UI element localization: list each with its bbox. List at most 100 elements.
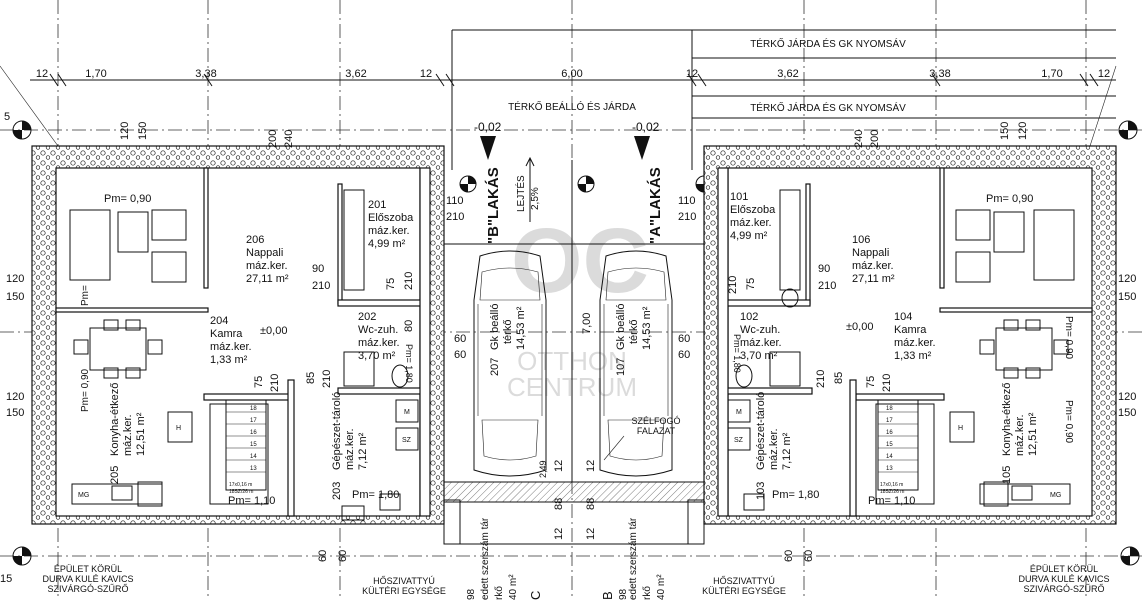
furniture-b [69, 189, 419, 521]
parapet-labels: Pm= 0,90 Pm= Pm= 0,90 Pm= 1,10 Pm= 1,80 … [80, 193, 1074, 507]
unit-labels: "B"LAKÁS "A"LAKÁS LEJTÉS 2,5% -0,02 -0,0… [260, 120, 873, 337]
room-label: 103 Gépészet-tároló máz.ker. 7,12 m² [755, 392, 793, 500]
room-floor: máz.ker. [852, 260, 894, 272]
paving: TÉRKŐ JÁRDA ÉS GK NYOMSÁV TÉRKŐ BEÁLLÓ É… [0, 29, 1117, 170]
opening-size: 210 [678, 211, 696, 223]
parapet-height: Pm= 0,90 [104, 193, 151, 205]
stair-step-number: 13 [250, 466, 257, 472]
opening-size: 60 [678, 349, 690, 361]
room-floor: máz.ker. [894, 337, 936, 349]
opening-size: 150 [1118, 291, 1136, 303]
room-number: 107 [615, 358, 627, 376]
exterior-notes: ÉPÜLET KÖRÜL DURVA KULÉ KAVICS SZIVÁRGÓ-… [42, 416, 1109, 600]
opening-size: 85 [305, 372, 317, 384]
fixture-label: SZ [402, 437, 412, 444]
note-text: DURVA KULÉ KAVICS [1018, 574, 1109, 584]
room-number: 202 [358, 311, 376, 323]
axis-bubble [12, 546, 32, 566]
note-text: edett szerszám tár [480, 517, 491, 600]
opening-size: 210 [818, 280, 836, 292]
dimension: 3,62 [777, 68, 798, 80]
room-number: 101 [730, 191, 748, 203]
stair-step-number: 14 [250, 454, 257, 460]
dimension: 12 [36, 68, 48, 80]
opening-size: 80 [403, 320, 415, 332]
opening-size: 120 [6, 391, 24, 403]
room-area: 27,11 m² [246, 273, 289, 285]
room-label: 207 Gk beálló térkő 14,53 m² [489, 304, 527, 376]
room-name: Konyha-étkező [1001, 383, 1013, 456]
note-text: HŐSZIVATTYÚ [713, 576, 775, 586]
note-text: SZÉLFOGÓ [631, 416, 680, 426]
room-area: 1,33 m² [210, 354, 248, 366]
room-name: Nappali [852, 247, 889, 259]
fixture-label: M [404, 409, 410, 416]
room-label: 201 Előszoba máz.ker. 4,99 m² [368, 199, 414, 250]
room-name: Gépészet-tároló [755, 392, 767, 470]
room-name: Kamra [210, 328, 243, 340]
opening-size: 88 [585, 498, 597, 510]
room-name: Gk beálló [615, 304, 627, 350]
room-floor: máz.ker. [122, 414, 134, 456]
opening-size: 120 [6, 273, 24, 285]
room-label: 202 Wc-zuh. máz.ker. 3,70 m² [358, 311, 400, 362]
opening-size: 75 [745, 278, 757, 290]
opening-size: 210 [446, 211, 464, 223]
unit-b-label: "B"LAKÁS [485, 167, 502, 244]
svg-text:OC: OC [511, 210, 649, 312]
room-area: 7,12 m² [357, 432, 369, 470]
opening-size: 200 [267, 130, 279, 148]
room-label: 203 Gépészet-tároló máz.ker. 7,12 m² [331, 392, 369, 500]
note-text: FALAZAT [637, 426, 676, 436]
parapet-height: Pm= 1,80 [732, 334, 742, 373]
opening-size: 7,00 [581, 313, 593, 334]
room-number: 207 [489, 358, 501, 376]
room-area: 12,51 m² [135, 412, 147, 456]
room-name: Wc-zuh. [358, 324, 398, 336]
fixture-label: H [176, 425, 181, 432]
fixture-label: SZ [734, 437, 744, 444]
room-label: 106 Nappali máz.ker. 27,11 m² [852, 234, 895, 285]
room-name: Gk beálló [489, 304, 501, 350]
room-area: 12,51 m² [1027, 412, 1039, 456]
axis-bubble [459, 175, 477, 193]
room-label: 206 Nappali máz.ker. 27,11 m² [246, 234, 289, 285]
opening-size: 60 [678, 333, 690, 345]
opening-size: 120 [119, 122, 131, 140]
stair-step-number: 17 [886, 418, 893, 424]
parapet-height: Pm= 0,90 [1063, 400, 1074, 444]
floor-level: ±0,00 [846, 321, 873, 333]
room-name: Konyha-étkező [109, 383, 121, 456]
car-b [473, 250, 547, 477]
stair-step-number: 18 [250, 406, 257, 412]
opening-size: 210 [727, 276, 739, 294]
room-area: 27,11 m² [852, 273, 895, 285]
stair-step-number: 14 [886, 454, 893, 460]
opening-size: 60 [454, 349, 466, 361]
axis-mark: 15 [0, 573, 12, 585]
opening-size: 60 [317, 550, 329, 562]
parapet-height: Pm= 1,10 [868, 495, 915, 507]
opening-size: 210 [269, 374, 281, 392]
room-floor: máz.ker. [768, 428, 780, 470]
note-text: HŐSZIVATTYÚ [373, 576, 435, 586]
axis-bubble [1118, 120, 1138, 140]
building-walls [31, 145, 1117, 545]
room-area: 3,70 m² [358, 350, 396, 362]
axis-mark: 5 [4, 111, 10, 123]
dimension: 1,70 [85, 68, 106, 80]
dimension-chain-top: 12 1,70 3,38 3,62 12 6,00 12 3,62 3,38 1… [30, 68, 1116, 87]
slope-value: 2,5% [530, 187, 541, 210]
cars [473, 250, 673, 477]
opening-size: 60 [783, 550, 795, 562]
opening-size: 60 [454, 333, 466, 345]
stair-note: 18SZ/26 m [880, 489, 904, 495]
opening-size: 210 [321, 370, 333, 388]
stair-step-number: 13 [886, 466, 893, 472]
paving-label: TÉRKŐ JÁRDA ÉS GK NYOMSÁV [750, 100, 906, 114]
stair-step-number: 17 [250, 418, 257, 424]
opening-size: 60 [337, 550, 349, 562]
note-text: 40 m² [508, 574, 519, 600]
opening-size: 110 [446, 195, 464, 207]
paving-label: TÉRKŐ JÁRDA ÉS GK NYOMSÁV [750, 36, 906, 50]
